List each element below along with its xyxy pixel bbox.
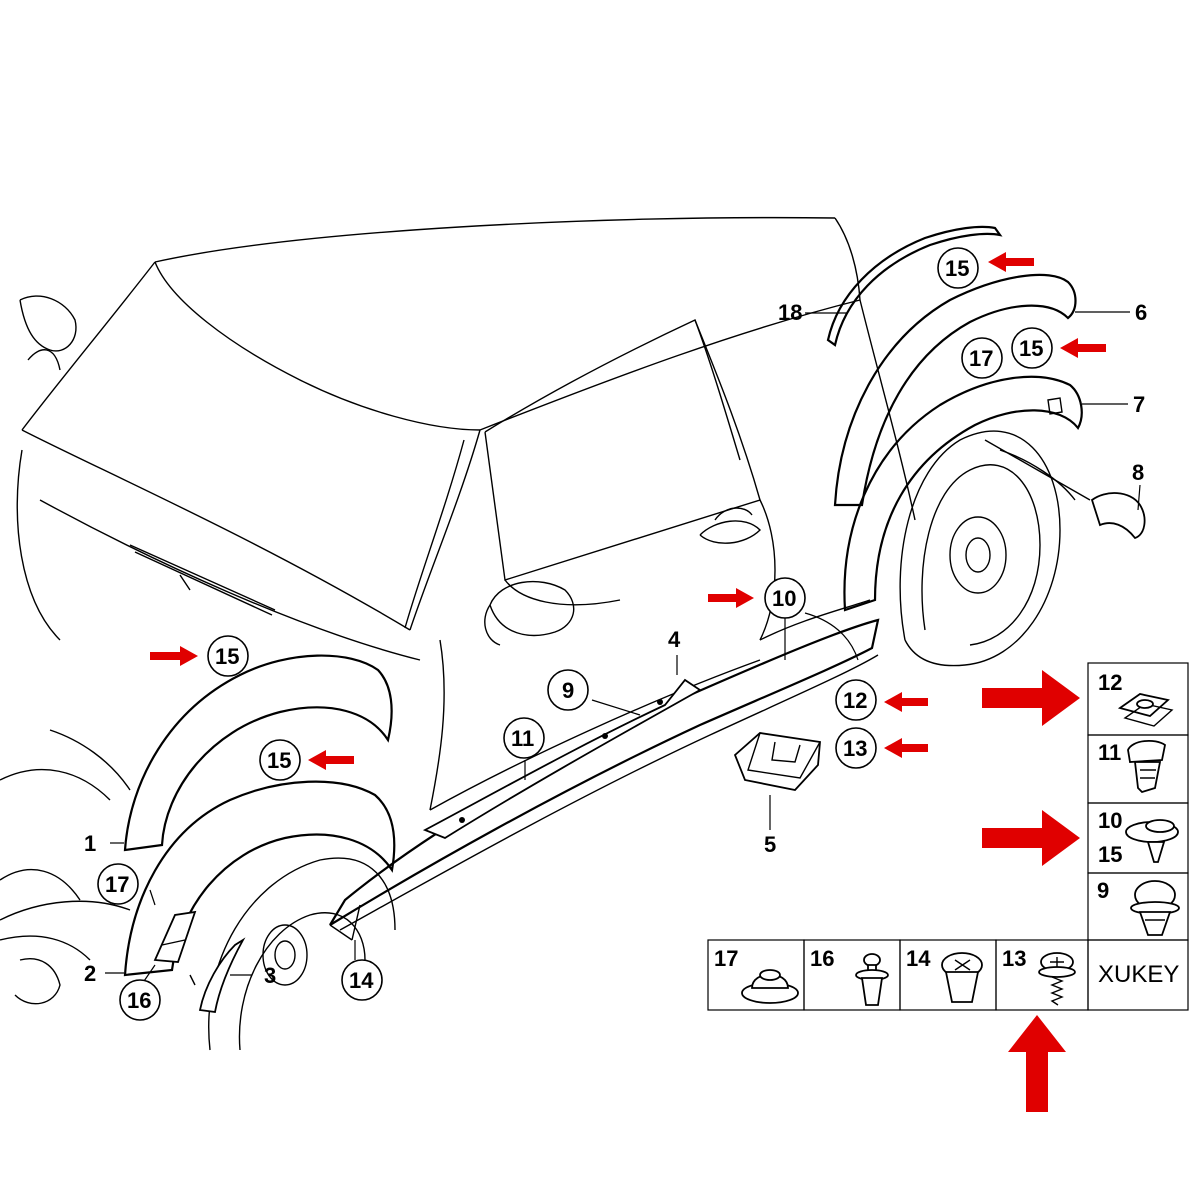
brand-watermark: XUKEY <box>1098 961 1179 988</box>
callout-2: 2 <box>84 961 96 986</box>
callout-11: 11 <box>511 726 534 751</box>
rear-inner-arch-7 <box>843 375 1083 612</box>
arrow-small-15-front-top <box>150 646 198 666</box>
arrow-small-12 <box>884 692 928 712</box>
legend-label-17: 17 <box>714 946 738 971</box>
red-arrows <box>150 252 1106 1112</box>
bracket-16 <box>153 910 197 963</box>
arrow-small-13 <box>884 738 928 758</box>
callout-circles <box>97 247 1053 1021</box>
legend-label-10: 10 <box>1098 808 1122 833</box>
callout-15-rear: 15 <box>1019 336 1043 361</box>
legend-grid: 12 11 10 15 9 17 16 14 13 XUKEY <box>707 662 1189 1011</box>
legend-cells <box>707 662 1189 1011</box>
arrow-large-10 <box>982 810 1080 866</box>
arrow-small-10 <box>708 588 754 608</box>
rivet-16-icon <box>855 953 889 1006</box>
callout-6: 6 <box>1135 300 1147 325</box>
legend-label-11: 11 <box>1098 740 1121 765</box>
clip-9-icon <box>1130 880 1180 936</box>
callout-4: 4 <box>668 627 681 652</box>
callout-labels: 18 15 6 15 17 7 8 10 4 9 11 12 13 5 15 1… <box>84 256 1147 1013</box>
legend-label-12: 12 <box>1098 670 1122 695</box>
callout-14: 14 <box>349 968 374 993</box>
callout-10: 10 <box>772 586 796 611</box>
clip-11-icon <box>1127 739 1166 794</box>
legend-label-9: 9 <box>1097 878 1109 903</box>
arrow-small-15-front <box>308 750 354 770</box>
leader-lines <box>105 311 1141 988</box>
callout-8: 8 <box>1132 460 1144 485</box>
legend-label-13: 13 <box>1002 946 1026 971</box>
arrow-small-15-rear <box>1060 338 1106 358</box>
callout-15-top: 15 <box>945 256 969 281</box>
arrow-large-13 <box>1008 1015 1066 1112</box>
speed-nut-12-icon <box>1117 693 1174 727</box>
jack-pad-5 <box>733 732 821 791</box>
arrow-small-15-top <box>988 252 1034 272</box>
callout-15-front: 15 <box>267 748 291 773</box>
callout-13: 13 <box>843 736 867 761</box>
callout-3: 3 <box>264 963 276 988</box>
rear-wheel-arch-6 <box>833 273 1077 507</box>
arrow-large-12 <box>982 670 1080 726</box>
front-wheel-arch-1 <box>123 654 393 852</box>
trim-piece-3 <box>189 937 246 1014</box>
sill-panel-9 <box>422 678 702 840</box>
callout-16: 16 <box>127 988 151 1013</box>
clip-10-15-icon <box>1125 819 1179 863</box>
legend-label-16: 16 <box>810 946 834 971</box>
callout-7: 7 <box>1133 392 1145 417</box>
callout-12: 12 <box>843 688 867 713</box>
rear-clip-8 <box>1090 492 1146 540</box>
push-nut-14-icon <box>941 952 983 1003</box>
rear-wheel <box>899 430 1091 667</box>
front-inner-arch-2 <box>123 780 396 977</box>
callout-18: 18 <box>778 300 802 325</box>
screw-13-icon <box>1038 952 1076 1006</box>
rear-arch-trim-18 <box>826 225 1003 347</box>
legend-label-14: 14 <box>906 946 931 971</box>
legend-label-15: 15 <box>1098 842 1122 867</box>
callout-1: 1 <box>84 831 96 856</box>
callout-5: 5 <box>764 832 776 857</box>
callout-17-front: 17 <box>105 872 129 897</box>
front-wheel <box>208 857 396 1051</box>
callout-15-front-top: 15 <box>215 644 239 669</box>
callout-17-rear: 17 <box>969 346 993 371</box>
car-body-outline <box>0 216 916 1005</box>
grommet-17-icon <box>741 969 799 1004</box>
callout-9: 9 <box>562 678 574 703</box>
